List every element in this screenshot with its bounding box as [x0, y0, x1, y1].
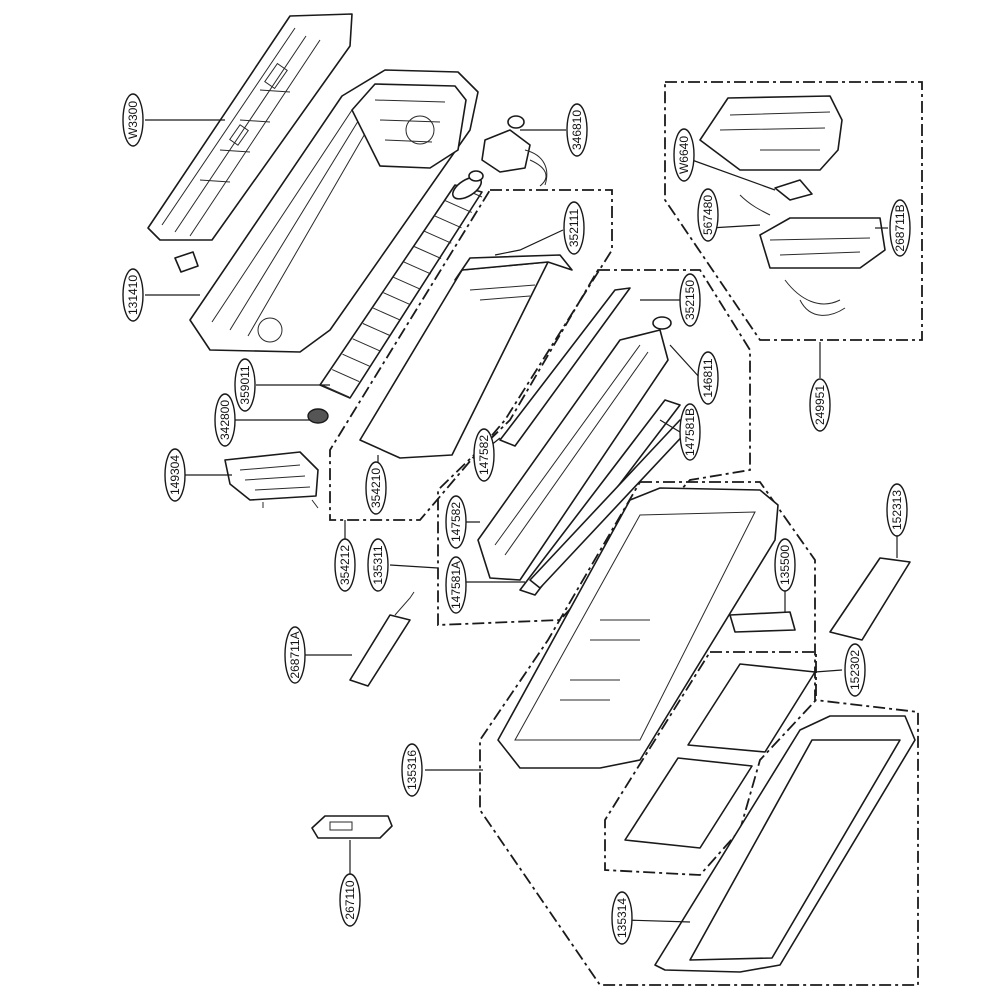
svg-text:567480: 567480 [701, 195, 715, 235]
svg-text:W3300: W3300 [126, 101, 140, 139]
tag-354212: 354212 [334, 538, 356, 592]
leader-lines [145, 119, 898, 923]
svg-text:146811: 146811 [701, 358, 715, 397]
svg-text:135314: 135314 [615, 898, 629, 938]
tag-268711a: 268711A [284, 626, 306, 684]
tag-152302: 152302 [844, 643, 866, 697]
tag-135314: 135314 [611, 891, 633, 945]
tag-147581a: 147581A [445, 556, 467, 614]
tag-147582: 147582 [473, 428, 495, 482]
deodorizing-filter [829, 557, 911, 641]
tag-352111: 352111 [563, 201, 585, 255]
tag-135316: 135316 [401, 743, 423, 797]
svg-text:268711B: 268711B [893, 204, 907, 251]
svg-text:W6640: W6640 [677, 136, 691, 174]
svg-text:147581A: 147581A [449, 561, 463, 609]
svg-text:346810: 346810 [570, 110, 584, 150]
fan-bearing [307, 408, 329, 424]
tag-359011: 359011 [234, 358, 256, 412]
tag-342800: 342800 [214, 393, 236, 447]
louver-assembly [477, 287, 691, 596]
svg-text:147581B: 147581B [683, 408, 697, 456]
evaporator-coil [359, 254, 573, 459]
display-pcb [349, 591, 415, 687]
svg-text:135311: 135311 [371, 545, 385, 584]
svg-text:268711A: 268711A [288, 631, 302, 678]
tag-152313: 152313 [886, 483, 908, 537]
tag-346810: 346810 [566, 103, 588, 157]
remote-controller [311, 815, 393, 839]
tag-147581b: 147581B [679, 403, 701, 461]
front-frame [497, 487, 796, 769]
air-filter-lower [624, 757, 753, 849]
installation-plate [147, 13, 353, 273]
cross-flow-fan [319, 176, 483, 399]
svg-text:147582: 147582 [449, 502, 463, 542]
svg-text:147582: 147582 [477, 435, 491, 475]
assembly-group-evaporator [329, 189, 613, 521]
fan-motor [468, 115, 548, 187]
tag-146811: 146811 [697, 351, 719, 405]
tag-354210: 354210 [365, 461, 387, 515]
tag-w3300: W3300 [122, 93, 144, 147]
tag-147582-b: 147582 [445, 495, 467, 549]
svg-text:249951: 249951 [813, 385, 827, 425]
svg-text:359011: 359011 [238, 365, 252, 404]
side-drain-cover [224, 451, 319, 509]
tag-567480: 567480 [697, 188, 719, 242]
svg-text:152302: 152302 [848, 650, 862, 690]
svg-text:354212: 354212 [338, 545, 352, 585]
control-box-assembly [699, 95, 886, 316]
tag-249951: 249951 [809, 378, 831, 432]
chassis-frame [189, 69, 479, 353]
tag-w6640: W6640 [673, 128, 695, 182]
svg-text:149304: 149304 [168, 455, 182, 495]
tag-268711b: 268711B [889, 199, 911, 257]
tag-352150: 352150 [679, 273, 701, 327]
tag-135311: 135311 [367, 538, 389, 592]
svg-text:267110: 267110 [343, 880, 357, 919]
tag-149304: 149304 [164, 448, 186, 502]
svg-text:135316: 135316 [405, 750, 419, 790]
svg-text:354210: 354210 [369, 468, 383, 508]
svg-text:152313: 152313 [890, 490, 904, 530]
svg-text:135500: 135500 [778, 545, 792, 585]
svg-text:352111: 352111 [567, 209, 581, 248]
tag-267110: 267110 [339, 873, 361, 927]
svg-text:342800: 342800 [218, 400, 232, 440]
assembly-group-control-box [664, 81, 923, 341]
front-grille [654, 715, 916, 973]
svg-text:131410: 131410 [126, 275, 140, 315]
tag-135500: 135500 [774, 538, 796, 592]
tag-131410: 131410 [122, 268, 144, 322]
svg-text:352150: 352150 [683, 280, 697, 320]
